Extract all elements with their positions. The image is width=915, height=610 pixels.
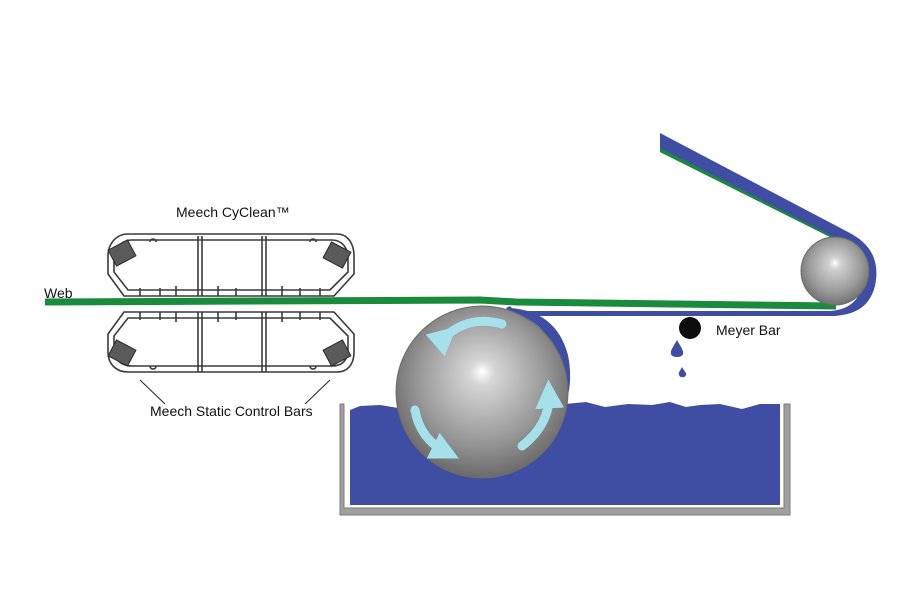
applicator-roller [395, 305, 569, 479]
rotation-arrow-top [425, 316, 507, 357]
static-bar-bottom-right [322, 339, 352, 367]
leader-line-right [304, 379, 331, 405]
meyer-bar [679, 317, 701, 339]
web-label: Web [44, 285, 73, 301]
static-bar-top-left [107, 239, 137, 267]
static-bar-bottom-left [107, 339, 137, 367]
coated-web [506, 133, 877, 404]
rotation-arrow-left [410, 405, 459, 459]
coating-drips [670, 340, 687, 378]
meyer-bar-label: Meyer Bar [716, 322, 781, 338]
static-bars-label: Meech Static Control Bars [150, 403, 313, 419]
cyclean-bottom-housing [107, 311, 355, 373]
web-line [44, 296, 837, 310]
cyclean-label: Meech CyClean™ [176, 204, 290, 220]
static-bar-top-right [322, 241, 352, 269]
rotation-arrow-right [517, 379, 565, 451]
cyclean-top-housing [107, 233, 355, 297]
leader-line-left [139, 379, 166, 405]
guide-roller [800, 236, 870, 306]
